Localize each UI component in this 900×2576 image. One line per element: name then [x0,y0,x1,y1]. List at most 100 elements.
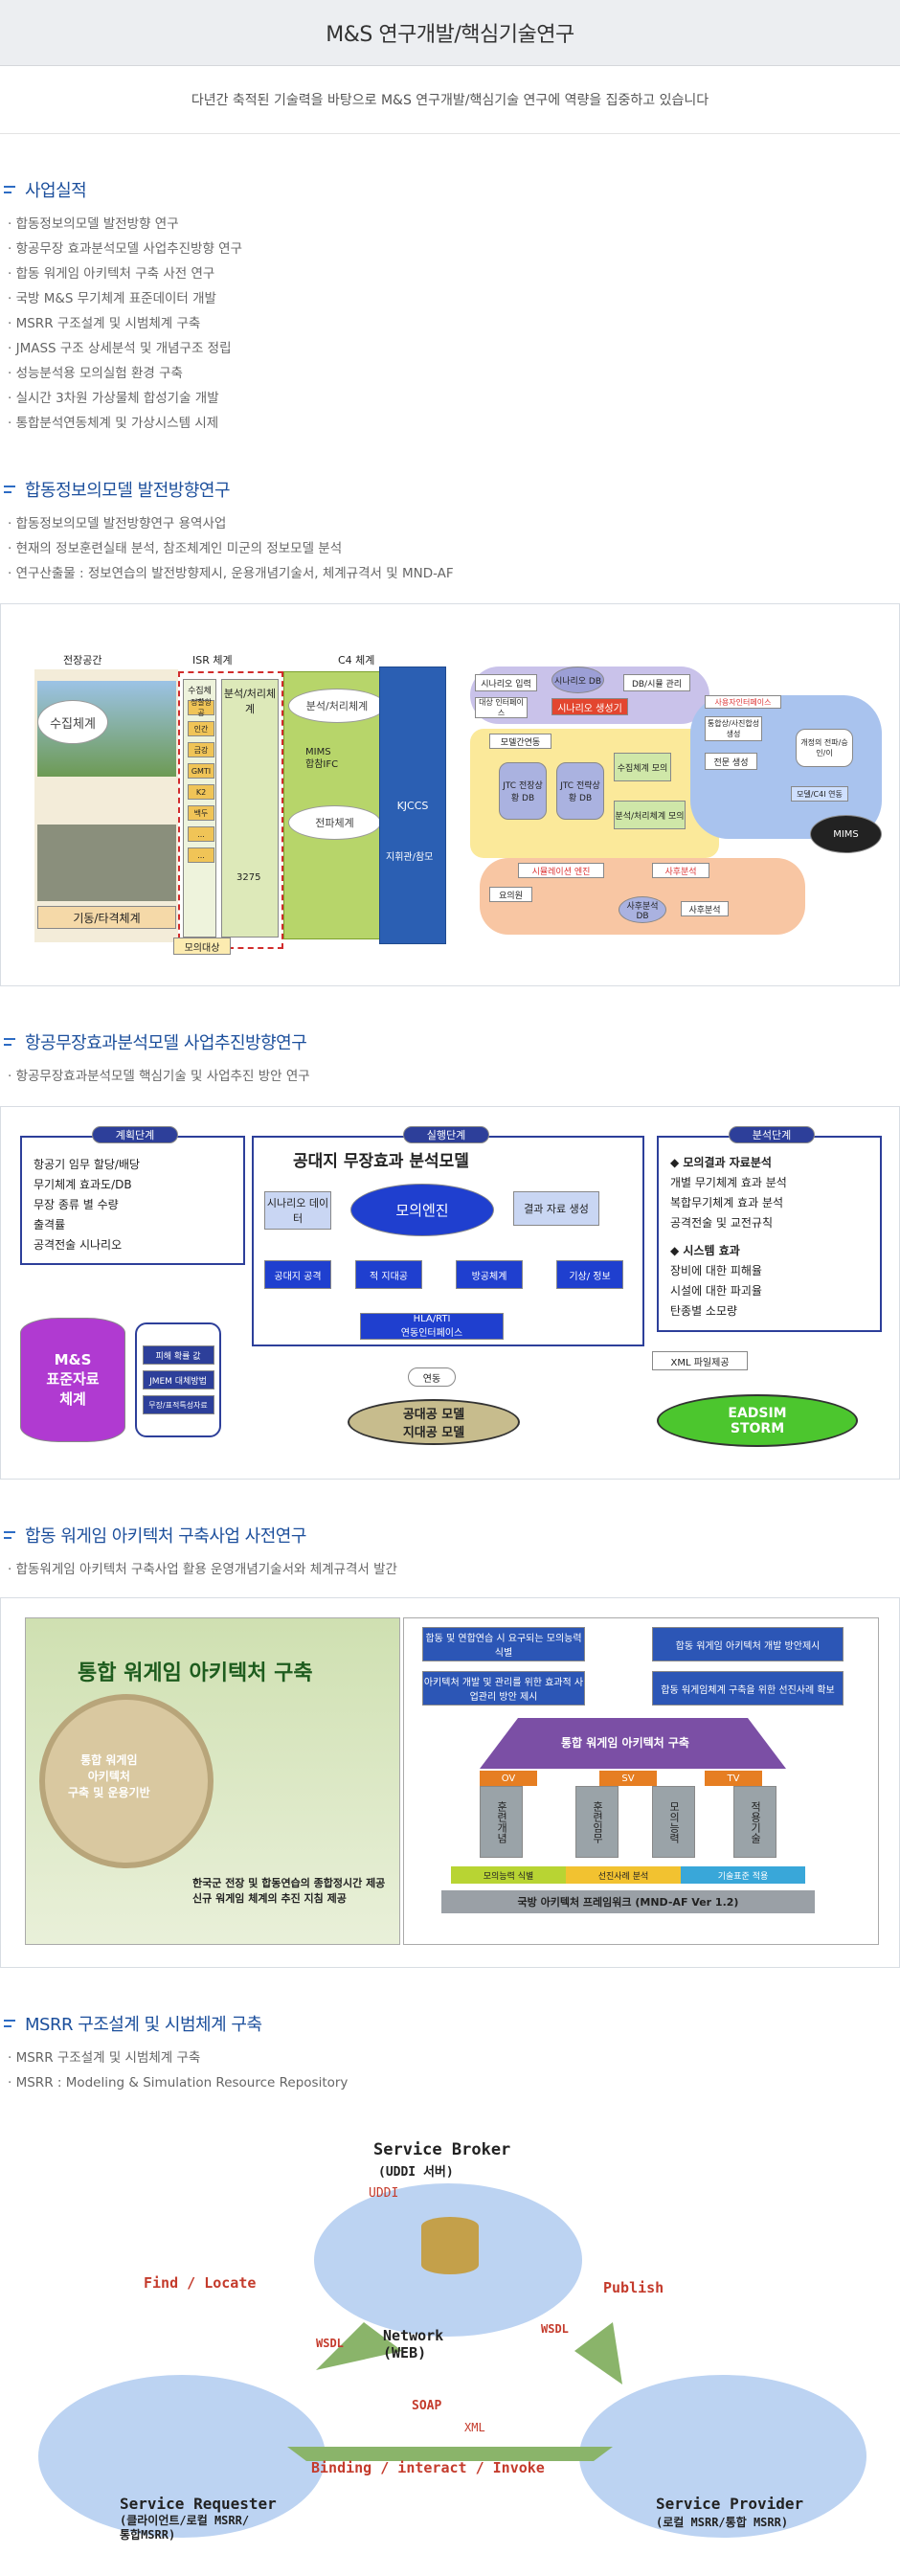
binding-label: Binding / interact / Invoke [311,2459,545,2476]
isr-item: 인간 [188,721,214,736]
floor-segment: 기술표준 적용 [681,1866,805,1884]
clock-graphic [39,1694,214,1868]
floor-segment: 선진사례 분석 [566,1866,681,1884]
section-title: 사업실적 [0,177,900,202]
analysis-stage-box: ◆ 모의결과 자료분석 개별 무기체계 효과 분석 복합무기체계 효과 분석 공… [657,1136,882,1332]
isr-item: 백두 [188,805,214,821]
section-business-results: 사업실적 합동정보의모델 발전방향 연구 항공무장 효과분석모델 사업추진방향 … [0,177,900,436]
wsdl-right-label: WSDL [541,2322,569,2336]
business-results-list: 합동정보의모델 발전방향 연구 항공무장 효과분석모델 사업추진방향 연구 합동… [0,212,900,436]
eadsim-ellipse: EADSIM STORM [657,1394,858,1447]
xml-provide-label: XML 파일제공 [652,1351,748,1370]
analysis-item: 공격전술 및 교전규칙 [670,1216,773,1230]
requester-subtitle: (클라이언트/로컬 MSRR/ 통합MSRR) [120,2514,250,2542]
isr-item: ... [188,847,214,863]
analysis-model-box: 분석/처리체계 모의 [614,801,686,829]
isr-item-list: 정찰항공 인간 금강 GMTI K2 백두 ... ... [188,698,214,863]
wargame-diagram: 통합 워게임 아키텍처 구축 통합 워게임 아키텍처 구축 및 운용기반 한국군… [0,1597,900,1968]
title-bar-icon [4,2017,17,2030]
rule-db-box: 요의원 [489,887,532,902]
section-title: 항공무장효과분석모델 사업추진방향연구 [0,1029,900,1054]
analysis-system-box: 분석/처리체계 [221,679,279,938]
page-subtitle: 다년간 축적된 기술력을 바탕으로 M&S 연구개발/핵심기술 연구에 역량을 … [0,66,900,134]
post-analysis-title: 사후분석 [652,863,709,878]
list-item: 합동워게임 아키텍처 구축사업 활용 운영개념기술서와 체계규격서 발간 [8,1557,900,1582]
list-item: 국방 M&S 무기체계 표준데이터 개발 [8,286,900,311]
intel-gen-box: 전문 생성 [705,753,757,770]
list-item: 합동정보의모델 발전방향연구 용역사업 [8,511,900,536]
kjccs-label: KJCCS [396,799,429,812]
pillar: 적용기술 [733,1786,776,1858]
analysis-heading: ◆ 모의결과 자료분석 [670,1156,772,1169]
goal-box: 합동 및 연합연습 시 요구되는 모의능력 식별 [422,1627,585,1661]
external-model-ellipse: 공대공 모델 지대공 모델 [348,1399,520,1445]
page-header: M&S 연구개발/핵심기술연구 [0,0,900,66]
list-item: 실시간 3차원 가상물체 합성기술 개발 [8,386,900,411]
wargame-left-title: 통합 워게임 아키텍처 구축 [78,1661,313,1685]
wargame-list: 합동워게임 아키텍처 구축사업 활용 운영개념기술서와 체계규격서 발간 [0,1557,900,1582]
module-box: 기상/ 정보 [556,1260,623,1289]
col-label: C4 체계 [338,654,375,667]
analysis-item: 장비에 대한 피해율 [670,1264,762,1277]
list-item: MSRR : Modeling & Simulation Resource Re… [8,2070,900,2095]
col-label: 전장공간 [63,654,102,667]
provider-subtitle: (로컬 MSRR/통합 MSRR) [656,2516,789,2529]
list-item: 항공무장 효과분석모델 사업추진방향 연구 [8,237,900,261]
exec-main-title: 공대지 무장효과 분석모델 [293,1152,469,1171]
broker-title: Service Broker [373,2140,511,2159]
weapon-system-box: 기동/타격체계 [37,906,176,929]
jmem-top: 피해 확률 값 [142,1345,214,1365]
sim-engine-ellipse: 모의엔진 [350,1184,494,1236]
list-item: 통합분석연동체계 및 가상시스템 시제 [8,411,900,436]
plan-item: 공격전술 시나리오 [34,1238,123,1252]
joint-intel-list: 합동정보의모델 발전방향연구 용역사업 현재의 정보훈련실태 분석, 참조체계인… [0,511,900,586]
exec-stage-title: 실행단계 [403,1126,489,1143]
analysis-items: ◆ 모의결과 자료분석 개별 무기체계 효과 분석 복합무기체계 효과 분석 공… [670,1153,787,1322]
kjccs-box: KJCCS [379,667,446,944]
isr-item: ... [188,826,214,842]
list-item: 합동정보의모델 발전방향 연구 [8,212,900,237]
jmem-box: 피해 확률 값 JMEM 대체방법 무장/표적특성자료 [135,1322,221,1437]
list-item: 항공무장효과분석모델 핵심기술 및 사업추진 방안 연구 [8,1064,900,1089]
pillar: 훈련임무 [575,1786,619,1858]
plan-item: 출격률 [34,1218,66,1232]
msrr-diagram: Service Broker (UDDI 서버) UDDI Find / Loc… [0,2112,898,2571]
jmem-label: JMEM 대체방법 [142,1370,214,1390]
collect-model-box: 수집체계 모의 [614,753,671,781]
mims-label: MIMS 합참IFC [305,747,339,770]
section-joint-intel-model: 합동정보의모델 발전방향연구 합동정보의모델 발전방향연구 용역사업 현재의 정… [0,477,900,586]
air-weapon-diagram: 항공기 임무 할당/배당 무기체계 효과도/DB 무장 종류 별 수량 출격률 … [0,1106,900,1480]
uddi-label: UDDI [369,2186,399,2201]
goal-box: 합동 워게임체계 구축을 위한 선진사례 확보 [652,1671,844,1706]
section-msrr: MSRR 구조설계 및 시범체계 구축 MSRR 구조설계 및 시범체계 구축 … [0,2011,900,2095]
analysis-heading: ◆ 시스템 효과 [670,1244,740,1257]
analysis-item: 복합무기체계 효과 분석 [670,1196,784,1209]
module-box: 공대지 공격 [264,1260,331,1289]
plan-item: 무장 종류 별 수량 [34,1198,119,1211]
plan-stage-box: 항공기 임무 할당/배당 무기체계 효과도/DB 무장 종류 별 수량 출격률 … [20,1136,245,1265]
pillar: 모의능력 [652,1786,695,1858]
goal-box: 아키텍처 개발 및 관리를 위한 효과적 사업관리 방안 제시 [422,1671,585,1706]
collect-bubble: 수집체계 [37,700,108,744]
post-view-box: 사후분석 [681,901,729,916]
analysis-bubble: 분석/처리체계 [288,689,386,723]
list-item: 현재의 정보훈련실태 분석, 참조체계인 미군의 정보모델 분석 [8,536,900,561]
analysis-item: 탄종별 소모량 [670,1304,738,1318]
section-air-weapon-model: 항공무장효과분석모델 사업추진방향연구 항공무장효과분석모델 핵심기술 및 사업… [0,1029,900,1089]
isr-item: K2 [188,784,214,800]
isr-frame [178,671,283,949]
analysis-stage-title: 분석단계 [729,1126,815,1143]
image-gen-box: 통합상/사진합성 생성 [705,716,762,741]
joint-intel-diagram: 전장공간 ISR 체계 C4 체계 수집체계 기동/타격체계 수집체계 정찰항공… [0,603,900,986]
intel-model-architecture: 시나리오 입력 시나리오 DB DB/시뮬 관리 대상 인터페이스 시나리오 생… [470,657,882,954]
isr-item: 금강 [188,742,214,757]
jtc-db: JTC 전장상황 DB [499,762,547,820]
module-box: 적 지대공 [355,1260,422,1289]
jmem-bottom: 무장/표적특성자료 [142,1395,214,1414]
pillar-cap: TV [705,1771,762,1786]
list-item: JMASS 구조 상세분석 및 개념구조 정립 [8,336,900,361]
list-item: 성능분석용 모의실험 환경 구축 [8,361,900,386]
title-bar-icon [4,483,17,496]
post-db: 사후분석 DB [619,896,666,923]
roof-label: 통합 워게임 아키텍처 구축 [561,1736,689,1750]
